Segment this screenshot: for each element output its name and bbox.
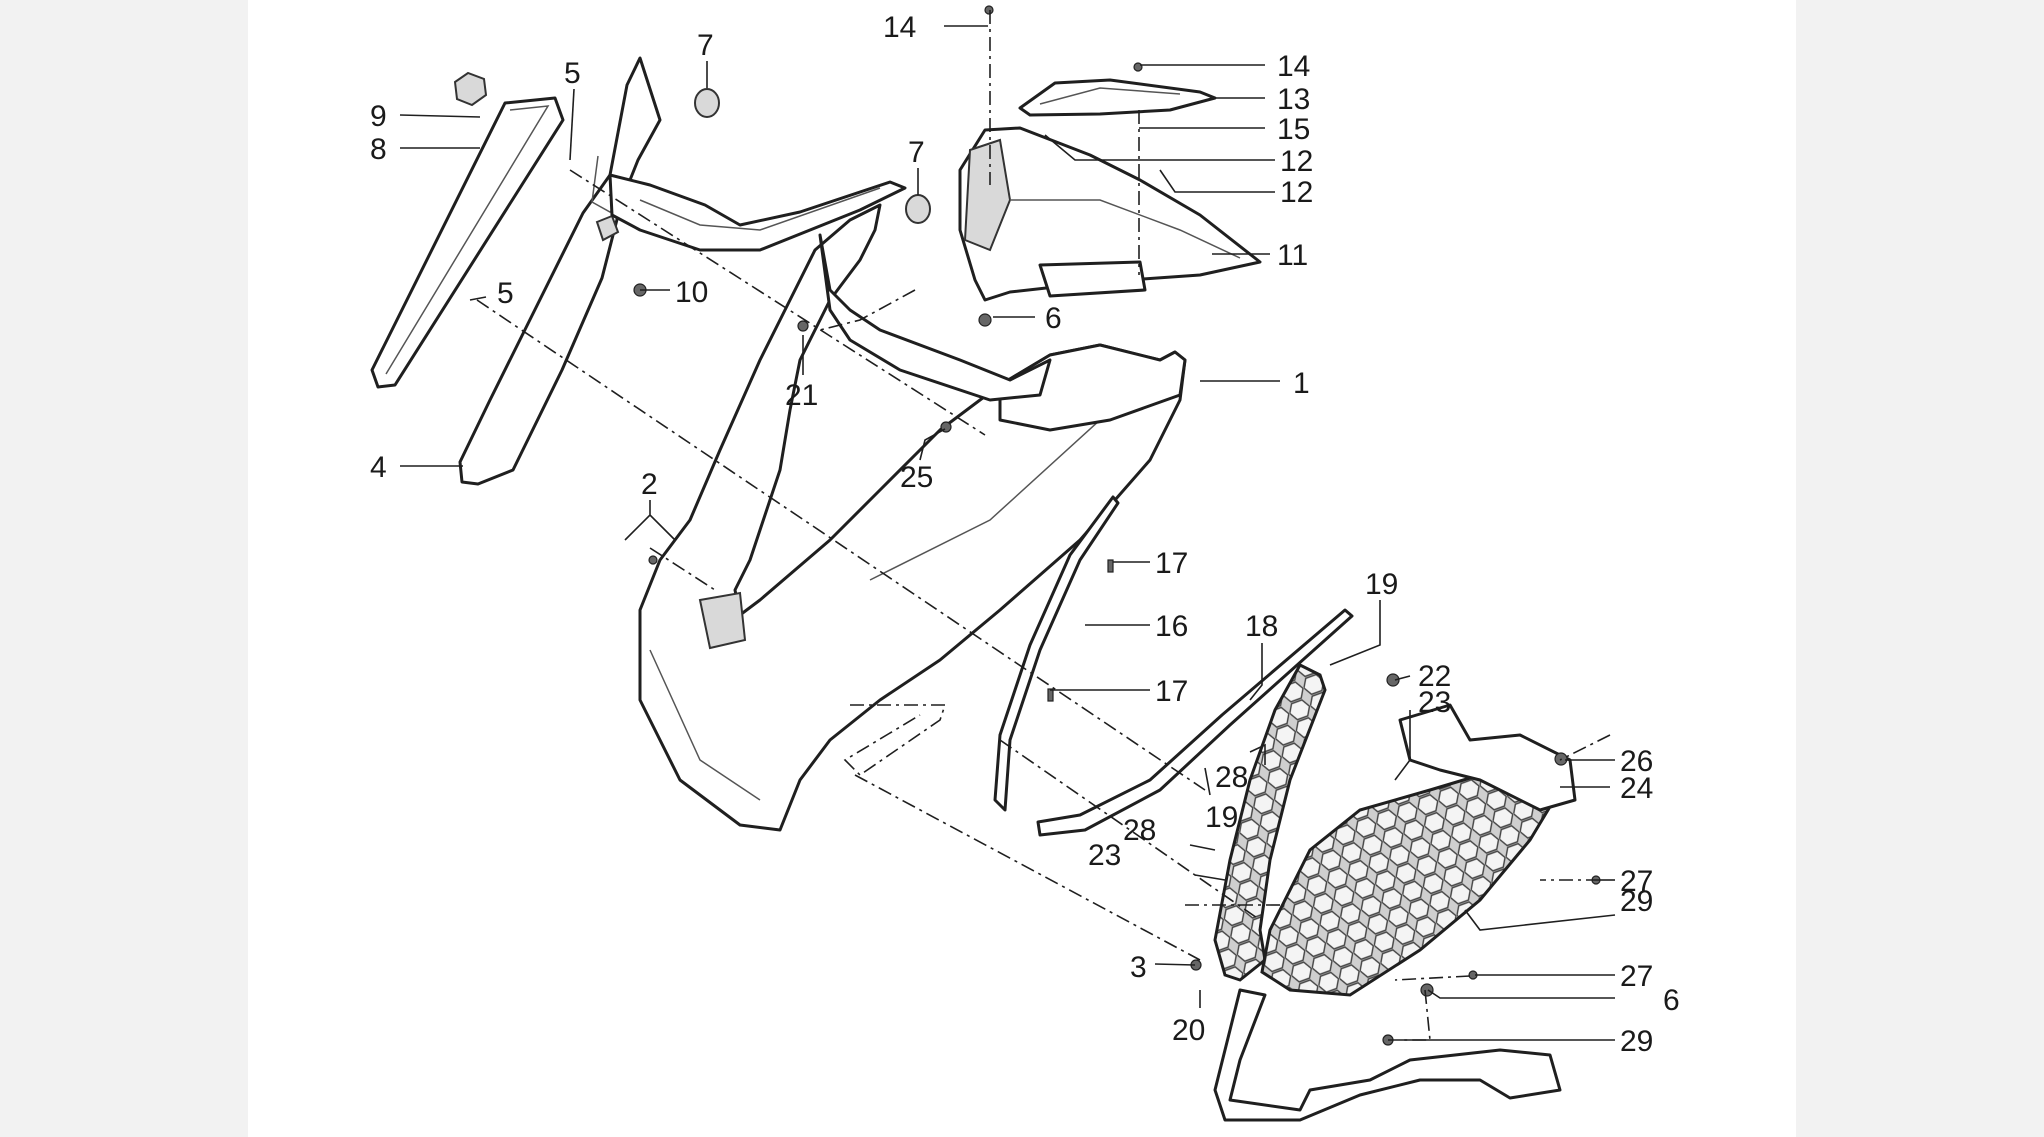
part-7-grommet-b [905, 194, 931, 224]
callout-27a: 27 [1620, 865, 1653, 898]
callout-8: 8 [370, 133, 387, 166]
callout-25: 25 [900, 461, 933, 494]
callout-26: 26 [1620, 745, 1653, 778]
callout-14a: 14 [883, 11, 916, 44]
callout-28b: 28 [1123, 814, 1156, 847]
callout-21: 21 [785, 379, 818, 412]
callout-15: 15 [1277, 113, 1310, 146]
callout-19b: 19 [1205, 801, 1238, 834]
callout-22: 22 [1418, 660, 1451, 693]
callout-29b: 29 [1620, 1025, 1653, 1058]
callout-10: 10 [675, 276, 708, 309]
part-11-lens [963, 138, 1012, 252]
callout-1: 1 [1293, 367, 1310, 400]
fastener-2 [648, 555, 658, 565]
part-lower-frame [1213, 988, 1562, 1122]
fastener-17b [1047, 688, 1054, 702]
fastener-22 [1386, 673, 1400, 687]
part-9-emblem [453, 71, 488, 107]
part-4-leg-panel [458, 56, 662, 486]
callout-14b: 14 [1277, 50, 1310, 83]
callout-19a: 19 [1365, 568, 1398, 601]
fastener-14a [984, 5, 994, 15]
part-18-seal-strip [1036, 608, 1354, 837]
callout-3: 3 [1130, 951, 1147, 984]
part-7-grommet-a [694, 88, 720, 118]
callout-23a: 23 [1418, 686, 1451, 719]
callout-12b: 12 [1280, 176, 1313, 209]
callout-11: 11 [1277, 239, 1308, 272]
callout-24: 24 [1620, 772, 1653, 805]
fastener-21 [797, 320, 809, 332]
callout-7b: 7 [908, 136, 925, 169]
callout-27b: 27 [1620, 960, 1653, 993]
assembly-lines-layer [476, 10, 1611, 1041]
callout-12a: 12 [1280, 145, 1313, 178]
callout-7a: 7 [697, 29, 714, 62]
callout-2: 2 [641, 468, 658, 501]
part-support-bracket [1398, 703, 1577, 812]
part-1-headlight-recess [698, 591, 747, 650]
callout-16: 16 [1155, 610, 1188, 643]
callout-29a: 29 [1620, 885, 1653, 918]
part-20-grille [1213, 663, 1327, 982]
callout-18: 18 [1245, 610, 1278, 643]
callout-labels-layer: 1 2 3 4 5 5 6 6 7 7 8 9 10 11 12 12 13 1… [370, 11, 1680, 1058]
part-upper-y-panel [608, 173, 907, 252]
part-16-curved-strip [993, 495, 1120, 812]
leader-lines-layer [399, 25, 1616, 1041]
callout-6b: 6 [1663, 984, 1680, 1017]
fastener-6a [978, 313, 992, 327]
part-11-headlight-housing [958, 126, 1262, 302]
callout-28a: 28 [1215, 761, 1248, 794]
part-13-top-cover [1018, 78, 1217, 117]
callout-17a: 17 [1155, 547, 1188, 580]
part-4-slot [595, 214, 620, 242]
part-1-inner-frame [818, 233, 1052, 402]
callout-9: 9 [370, 100, 387, 133]
callout-5b: 5 [497, 277, 514, 310]
fastener-6b [1420, 983, 1434, 997]
callout-5a: 5 [564, 57, 581, 90]
callout-23b: 23 [1088, 839, 1121, 872]
callout-20: 20 [1172, 1014, 1205, 1047]
part-11-lower-mount [1038, 260, 1147, 298]
parts-layer [370, 5, 1601, 1122]
callout-4: 4 [370, 451, 387, 484]
callout-17b: 17 [1155, 675, 1188, 708]
fastener-17a [1107, 559, 1114, 573]
part-8-trim-strip [370, 96, 565, 389]
callout-13: 13 [1277, 83, 1310, 116]
callout-6a: 6 [1045, 302, 1062, 335]
